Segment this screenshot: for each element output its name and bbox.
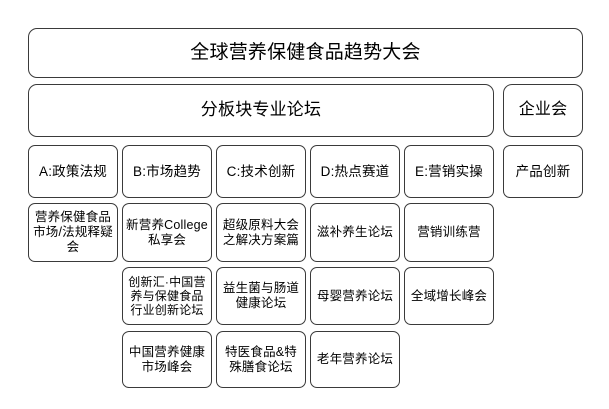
column-head-e: E:营销实操 bbox=[404, 145, 494, 198]
leaf-c-2: 益生菌与肠道健康论坛 bbox=[216, 267, 306, 325]
conference-title-node: 全球营养保健食品趋势大会 bbox=[28, 28, 583, 78]
leaf-b-1: 新营养College私享会 bbox=[122, 203, 212, 262]
column-head-d: D:热点赛道 bbox=[310, 145, 400, 198]
leaf-e-1: 营销训练营 bbox=[404, 203, 494, 262]
leaf-c-1: 超级原料大会之解决方案篇 bbox=[216, 203, 306, 262]
leaf-d-1: 滋补养生论坛 bbox=[310, 203, 400, 262]
leaf-b-3: 中国营养健康市场峰会 bbox=[122, 331, 212, 388]
section-node-forums: 分板块专业论坛 bbox=[28, 84, 494, 137]
leaf-a-1: 营养保健食品市场/法规释疑会 bbox=[28, 203, 118, 262]
leaf-c-3: 特医食品&特殊膳食论坛 bbox=[216, 331, 306, 388]
leaf-d-3: 老年营养论坛 bbox=[310, 331, 400, 388]
leaf-d-2: 母婴营养论坛 bbox=[310, 267, 400, 325]
column-head-f: 产品创新 bbox=[503, 145, 583, 198]
column-head-c: C:技术创新 bbox=[216, 145, 306, 198]
leaf-e-2: 全域增长峰会 bbox=[404, 267, 494, 325]
column-head-b: B:市场趋势 bbox=[122, 145, 212, 198]
leaf-b-2: 创新汇·中国营养与保健食品行业创新论坛 bbox=[122, 267, 212, 325]
section-node-enterprise: 企业会 bbox=[503, 84, 583, 137]
column-head-a: A:政策法规 bbox=[28, 145, 118, 198]
